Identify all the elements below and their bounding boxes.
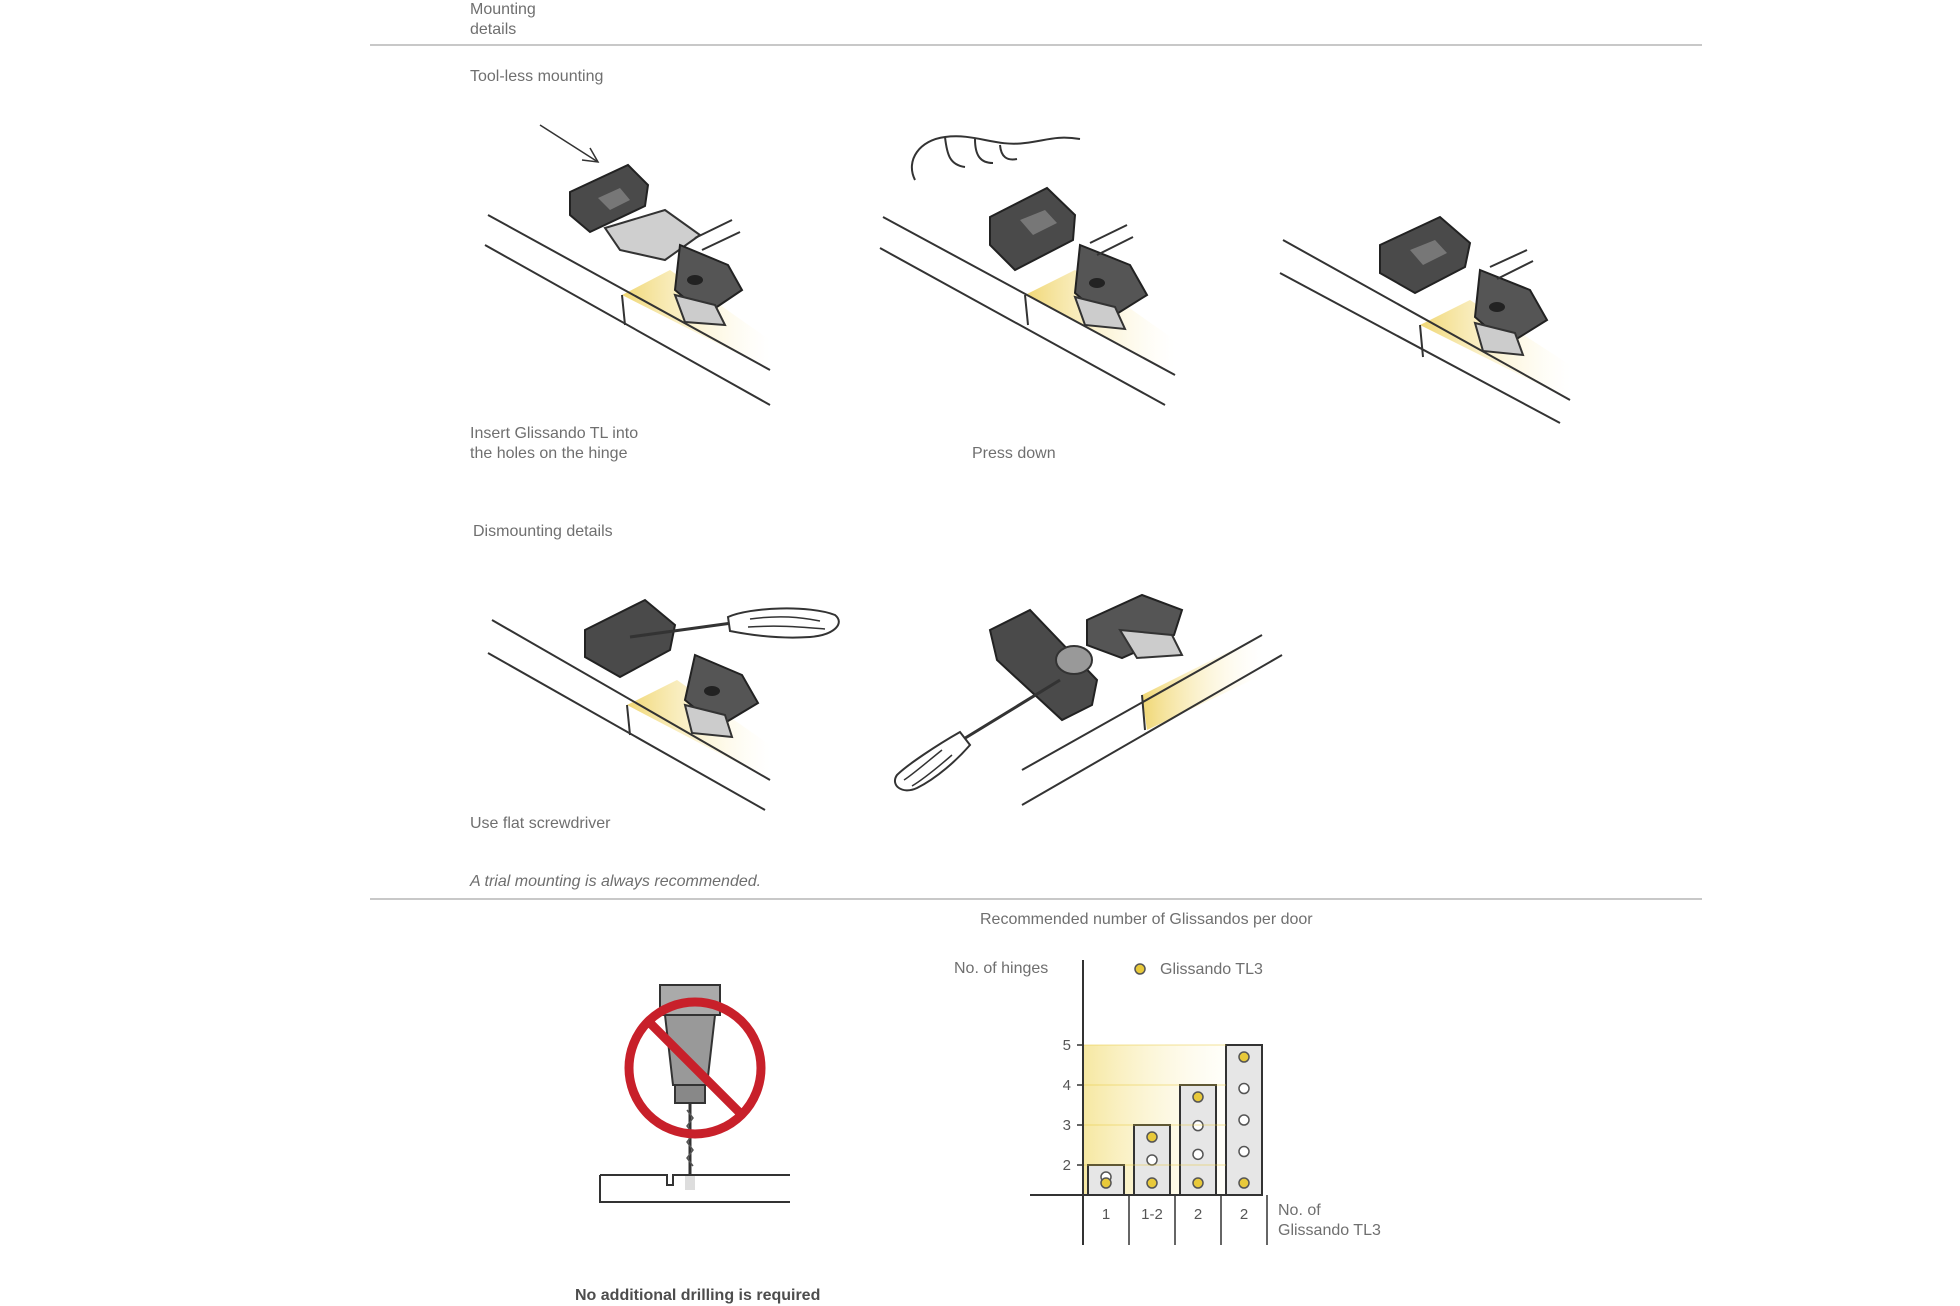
hinge-insert-illustration (484, 124, 771, 406)
glissando-marker (1238, 1051, 1250, 1063)
hinge-marker (1192, 1119, 1204, 1132)
step1-caption: Insert Glissando TL into the holes on th… (470, 425, 639, 462)
dismounting-heading: Dismounting details (473, 523, 613, 540)
x-tick-label: 2 (1194, 1206, 1202, 1223)
no-drilling-caption: No additional drilling is required (575, 1287, 821, 1304)
chart-ylabel: No. of hinges (954, 960, 1048, 977)
hinge-marker (1238, 1082, 1250, 1095)
glissando-marker (1192, 1091, 1204, 1103)
glissando-marker (1146, 1131, 1158, 1143)
x-tick-label: 1 (1102, 1206, 1110, 1223)
screwdriver-lever-illustration (894, 593, 1283, 806)
legend-marker (1134, 963, 1146, 975)
trial-mounting-note: A trial mounting is always recommended. (470, 873, 762, 890)
glissando-marker (1238, 1177, 1250, 1189)
glissando-marker (1146, 1177, 1158, 1189)
x-tick-label: 2 (1240, 1206, 1248, 1223)
glissando-marker (1192, 1177, 1204, 1189)
dismounting-caption: Use flat screwdriver (470, 815, 611, 832)
glissando-marker (1100, 1177, 1112, 1189)
x-tick-label: 1-2 (1141, 1206, 1163, 1223)
bottom-divider (370, 898, 1702, 900)
hinge-mounted-illustration (1279, 215, 1571, 424)
y-tick-label: 5 (1063, 1037, 1071, 1054)
step2-caption: Press down (972, 445, 1056, 462)
chart-legend: Glissando TL3 (1160, 961, 1263, 978)
hinge-marker (1238, 1114, 1250, 1126)
y-tick-label: 3 (1063, 1117, 1071, 1134)
hinge-marker (1192, 1148, 1204, 1161)
door-bar (1179, 1084, 1217, 1196)
mounting-heading: Tool-less mounting (470, 68, 604, 85)
section-title: Mounting details (470, 1, 536, 38)
chart-title: Recommended number of Glissandos per doo… (980, 911, 1313, 928)
top-divider (370, 44, 1702, 46)
no-drilling-illustration (599, 984, 790, 1203)
chart-xlabel-line2: Glissando TL3 (1278, 1222, 1381, 1239)
hinge-marker (1146, 1154, 1158, 1166)
hinge-press-illustration (879, 135, 1176, 406)
y-tick-label: 4 (1063, 1077, 1071, 1094)
screwdriver-release-illustration (487, 598, 840, 811)
y-tick-label: 2 (1063, 1157, 1071, 1174)
chart-xlabel-line1: No. of (1278, 1202, 1321, 1219)
hinge-marker (1238, 1145, 1250, 1158)
